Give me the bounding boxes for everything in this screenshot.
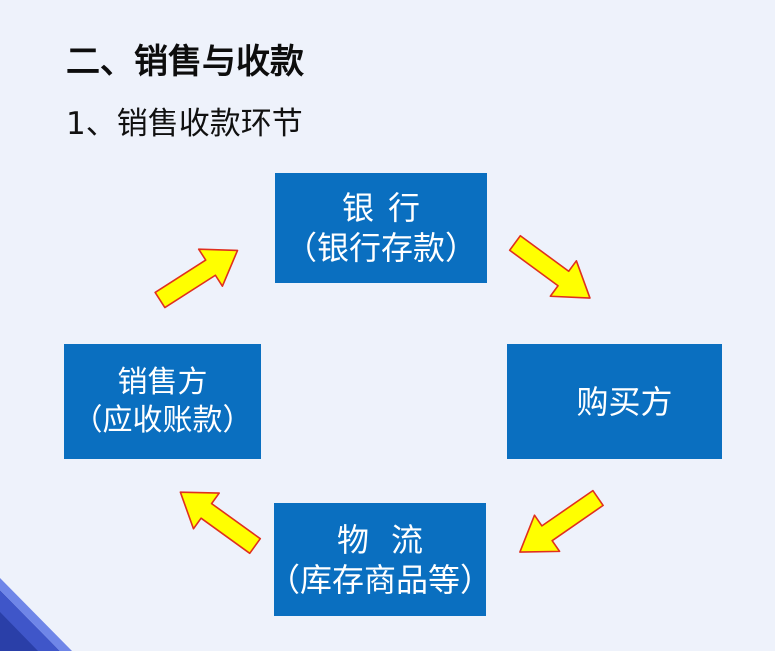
- node-bank-sublabel: （银行存款）: [284, 229, 477, 267]
- node-seller-label: 销售方: [117, 365, 208, 400]
- node-logistics-label: 物流: [336, 520, 445, 559]
- arrow-seller-to-bank-icon: [154, 248, 239, 309]
- node-bank-label: 银行: [341, 189, 434, 227]
- page-title: 二、销售与收款: [66, 42, 304, 82]
- arrow-buyer-to-logistics-icon: [519, 489, 604, 553]
- node-seller: 销售方 （应收账款）: [64, 344, 261, 459]
- arrow-logistics-to-seller-icon: [179, 491, 262, 555]
- node-seller-sublabel: （应收账款）: [72, 402, 253, 438]
- node-bank: 银行 （银行存款）: [275, 173, 487, 283]
- corner-decoration-icon: [0, 578, 72, 651]
- arrow-shape: [179, 491, 262, 555]
- node-buyer-label: 购买方: [576, 382, 673, 421]
- node-logistics: 物流 （库存商品等）: [268, 503, 492, 616]
- arrow-shape: [508, 234, 591, 299]
- arrow-shape: [154, 248, 239, 309]
- arrow-shape: [519, 489, 604, 553]
- arrow-bank-to-buyer-icon: [508, 234, 591, 299]
- node-buyer: 购买方: [507, 344, 722, 459]
- node-logistics-sublabel: （库存商品等）: [268, 560, 493, 599]
- page-subtitle: 1、销售收款环节: [66, 106, 303, 142]
